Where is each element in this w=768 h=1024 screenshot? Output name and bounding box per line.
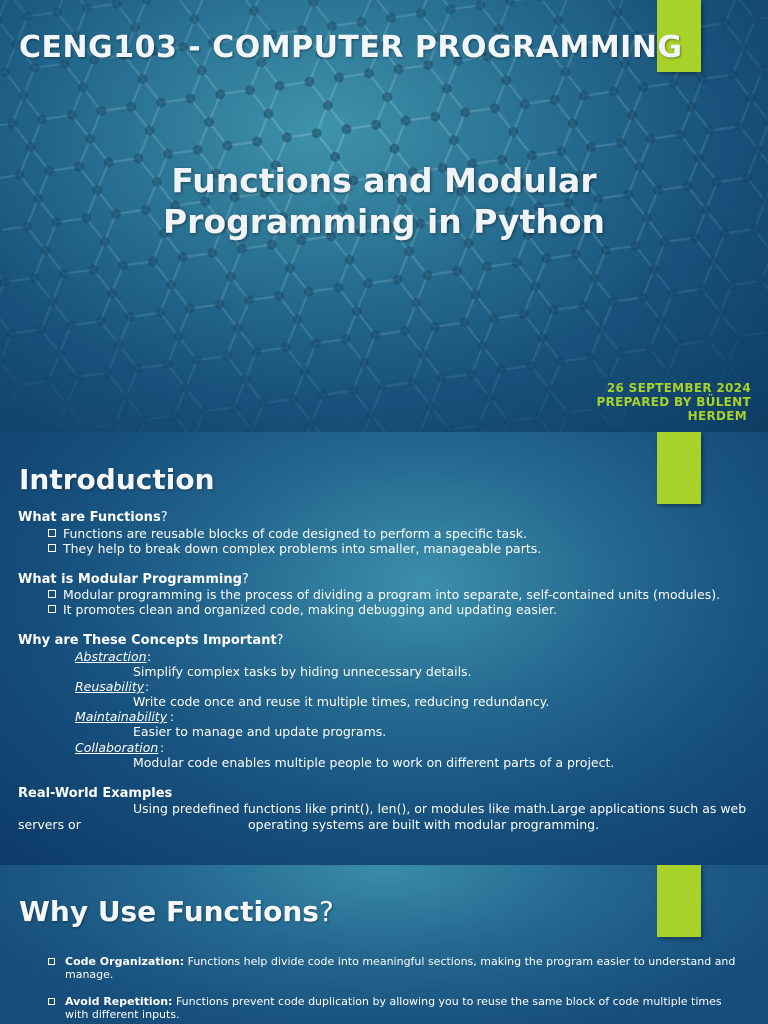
title-slide: CENG103 - COMPUTER PROGRAMMING Functions…: [0, 0, 768, 432]
molecular-hex-background: [0, 0, 768, 432]
colon: :: [147, 649, 152, 664]
list-item: Avoid Repetition: Functions prevent code…: [48, 995, 738, 1021]
real-world-text-line-2b: operating systems are built with modular…: [248, 817, 600, 832]
title-line-2: Programming in Python: [162, 202, 606, 241]
section-why-important: Why are These Concepts Important?: [18, 633, 284, 648]
concept-desc: Easier to manage and update programs.: [133, 724, 387, 739]
slide-heading: Introduction: [19, 463, 215, 496]
checkbox-bullet-icon: [48, 529, 56, 537]
accent-bar: [657, 432, 701, 504]
bullet-item: Functions are reusable blocks of code de…: [48, 526, 527, 541]
title-line-1: Functions and Modular: [171, 161, 597, 200]
accent-bar: [657, 865, 701, 937]
checkbox-bullet-icon: [48, 544, 56, 552]
accent-bar: [657, 0, 701, 72]
section-real-world: Real-World Examples: [18, 786, 173, 801]
concept-term: Abstraction: [75, 649, 147, 664]
checkbox-bullet-icon: [48, 590, 56, 598]
course-title: CENG103 - COMPUTER PROGRAMMING: [19, 30, 683, 65]
concept-term: Maintainability: [75, 709, 168, 724]
real-world-text-line-1: Using predefined functions like print(),…: [133, 801, 747, 816]
checkbox-bullet-icon: [48, 958, 55, 965]
section-modular-programming: What is Modular Programming?: [18, 572, 249, 587]
real-world-text-line-2a: servers or: [18, 817, 81, 832]
bullet-item: Modular programming is the process of di…: [48, 587, 720, 602]
concept-desc: Modular code enables multiple people to …: [133, 755, 615, 770]
concept-desc: Write code once and reuse it multiple ti…: [133, 694, 550, 709]
checkbox-bullet-icon: [48, 998, 55, 1005]
concept-term: Collaboration: [75, 740, 159, 755]
slide-heading: Why Use Functions?: [19, 895, 334, 928]
colon: :: [160, 740, 165, 755]
list-item: Code Organization: Functions help divide…: [48, 955, 738, 981]
presentation-title: Functions and Modular Programming in Pyt…: [0, 160, 768, 242]
author-line-1: PREPARED BY BÜLENT: [596, 395, 751, 409]
section-what-are-functions: What are Functions?: [18, 510, 168, 525]
bullet-item: It promotes clean and organized code, ma…: [48, 602, 557, 617]
presentation-meta: 26 SEPTEMBER 2024 PREPARED BY BÜLENT HER…: [511, 381, 751, 423]
introduction-slide: Introduction What are Functions? Functio…: [0, 432, 768, 865]
author-line-2: HERDEM: [687, 409, 747, 423]
colon: :: [170, 709, 175, 724]
why-use-functions-slide: Why Use Functions? Code Organization: Fu…: [0, 865, 768, 1024]
concept-desc: Simplify complex tasks by hiding unneces…: [133, 664, 472, 679]
checkbox-bullet-icon: [48, 605, 56, 613]
presentation-date: 26 SEPTEMBER 2024: [606, 381, 751, 395]
bullet-item: They help to break down complex problems…: [48, 541, 541, 556]
concept-term: Reusability: [75, 679, 145, 694]
colon: :: [145, 679, 150, 694]
